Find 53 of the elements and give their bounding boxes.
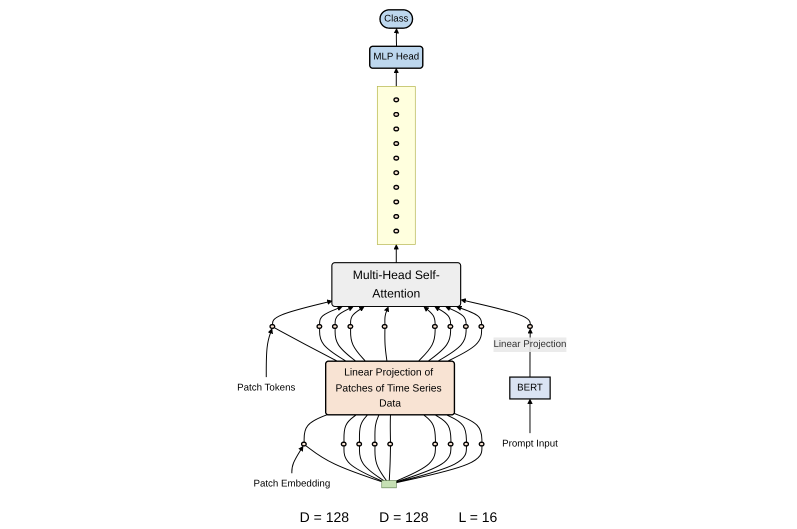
node-text: Patch Tokens — [237, 382, 296, 393]
connector — [454, 413, 483, 444]
dimension-label: D = 128 — [379, 509, 429, 525]
connector — [350, 328, 366, 362]
arrow — [292, 446, 304, 474]
node-bar — [382, 480, 397, 488]
dimension-label: L = 16 — [458, 509, 498, 525]
connector — [374, 446, 388, 482]
arrow — [394, 244, 400, 264]
connector — [428, 328, 452, 362]
connector — [447, 414, 468, 444]
arrow — [434, 306, 452, 326]
connector — [424, 414, 436, 444]
dimension-label: D = 128 — [300, 509, 350, 525]
cluster — [377, 86, 416, 245]
arrow — [272, 300, 333, 326]
connector — [437, 328, 467, 362]
connector — [319, 328, 348, 362]
arrow — [384, 306, 390, 326]
arrow — [394, 68, 400, 87]
connector — [396, 446, 468, 483]
connector — [418, 328, 436, 362]
arrow — [266, 328, 274, 378]
node-box: BERT — [510, 376, 552, 400]
connector — [389, 446, 392, 482]
connector — [390, 414, 392, 444]
node-text: Patch Embedding — [254, 478, 331, 490]
connector — [396, 446, 483, 484]
arrow — [528, 398, 533, 434]
connector — [384, 328, 388, 362]
arrow — [461, 298, 532, 326]
connector — [334, 328, 357, 362]
arrow — [350, 306, 365, 326]
arrow — [334, 306, 354, 326]
connector — [396, 446, 436, 482]
connector — [274, 327, 339, 362]
connector — [304, 414, 328, 444]
connector — [359, 414, 368, 444]
node-text: Prompt Input — [502, 438, 558, 449]
arrow — [394, 28, 400, 48]
connector — [446, 328, 482, 362]
arrow — [319, 306, 343, 326]
connector — [374, 414, 380, 444]
connector — [435, 414, 452, 444]
arrow — [456, 306, 482, 326]
arrow — [446, 306, 467, 326]
connector — [359, 446, 384, 482]
connector — [344, 446, 383, 482]
connector — [306, 445, 383, 482]
connector — [344, 414, 357, 444]
arrow — [424, 306, 436, 326]
edge-label: Linear Projection — [494, 339, 567, 350]
connector — [396, 446, 452, 482]
